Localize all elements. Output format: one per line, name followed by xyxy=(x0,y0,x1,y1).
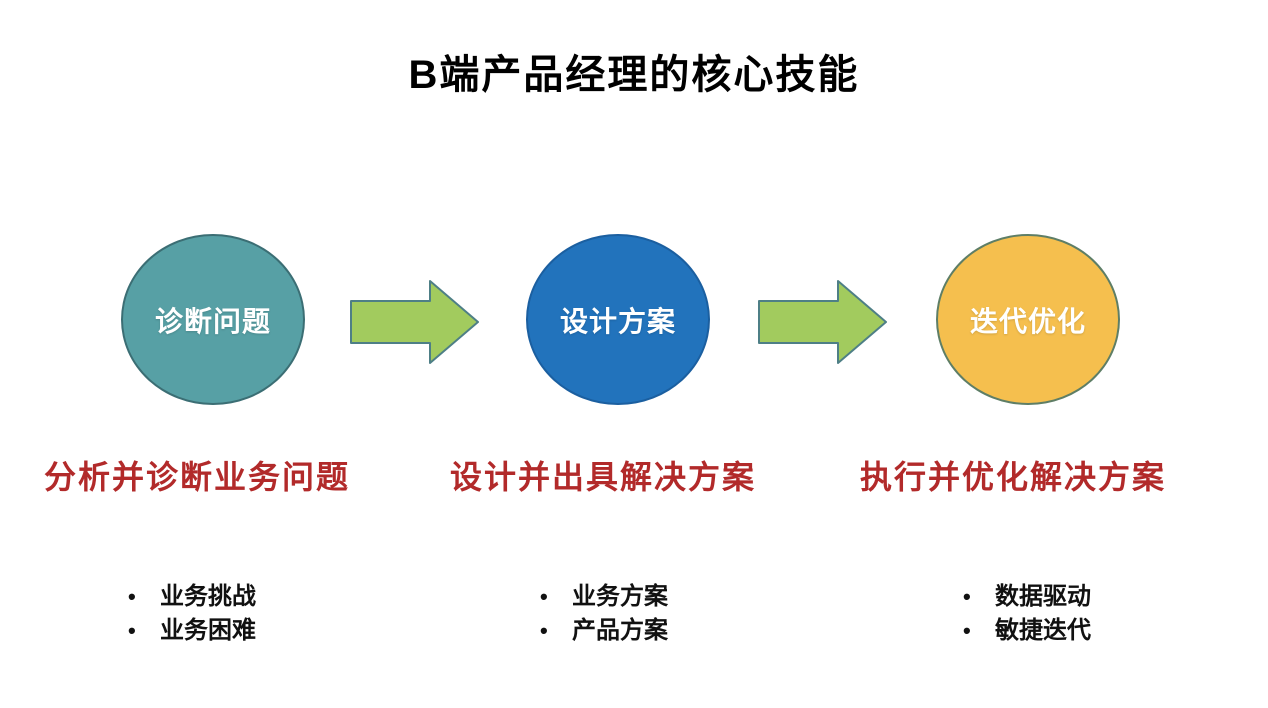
step-heading-diagnose: 分析并诊断业务问题 xyxy=(44,459,351,495)
bullet-text: 业务方案 xyxy=(572,583,668,610)
arrow-shape xyxy=(758,280,887,364)
step-heading-iterate: 执行并优化解决方案 xyxy=(860,459,1167,495)
bullet-text: 敏捷迭代 xyxy=(995,617,1091,644)
bullet-item: 敏捷迭代 xyxy=(963,614,1091,648)
circle-label-iterate: 迭代优化 xyxy=(969,305,1086,337)
bullet-item: 产品方案 xyxy=(540,614,668,648)
circle-label-diagnose: 诊断问题 xyxy=(154,305,271,337)
page-title: B端产品经理的核心技能 xyxy=(408,53,860,97)
bullet-text: 数据驱动 xyxy=(995,583,1091,610)
bullet-text: 业务挑战 xyxy=(160,583,256,610)
arrow-right-icon xyxy=(758,280,887,364)
step-circle-design: 设计方案 xyxy=(526,234,710,405)
bullet-list-diagnose: 业务挑战 业务困难 xyxy=(128,580,256,648)
arrow-right-icon xyxy=(350,280,479,364)
bullet-item: 业务困难 xyxy=(128,614,256,648)
step-heading-design: 设计并出具解决方案 xyxy=(450,459,757,495)
bullet-text: 产品方案 xyxy=(572,617,668,644)
bullet-item: 数据驱动 xyxy=(963,580,1091,614)
arrow-shape xyxy=(350,280,479,364)
bullet-text: 业务困难 xyxy=(160,617,256,644)
step-circle-iterate: 迭代优化 xyxy=(936,234,1120,405)
circle-label-design: 设计方案 xyxy=(559,305,676,337)
bullet-list-iterate: 数据驱动 敏捷迭代 xyxy=(963,580,1091,648)
bullet-item: 业务挑战 xyxy=(128,580,256,614)
step-circle-diagnose: 诊断问题 xyxy=(121,234,305,405)
bullet-item: 业务方案 xyxy=(540,580,668,614)
bullet-list-design: 业务方案 产品方案 xyxy=(540,580,668,648)
